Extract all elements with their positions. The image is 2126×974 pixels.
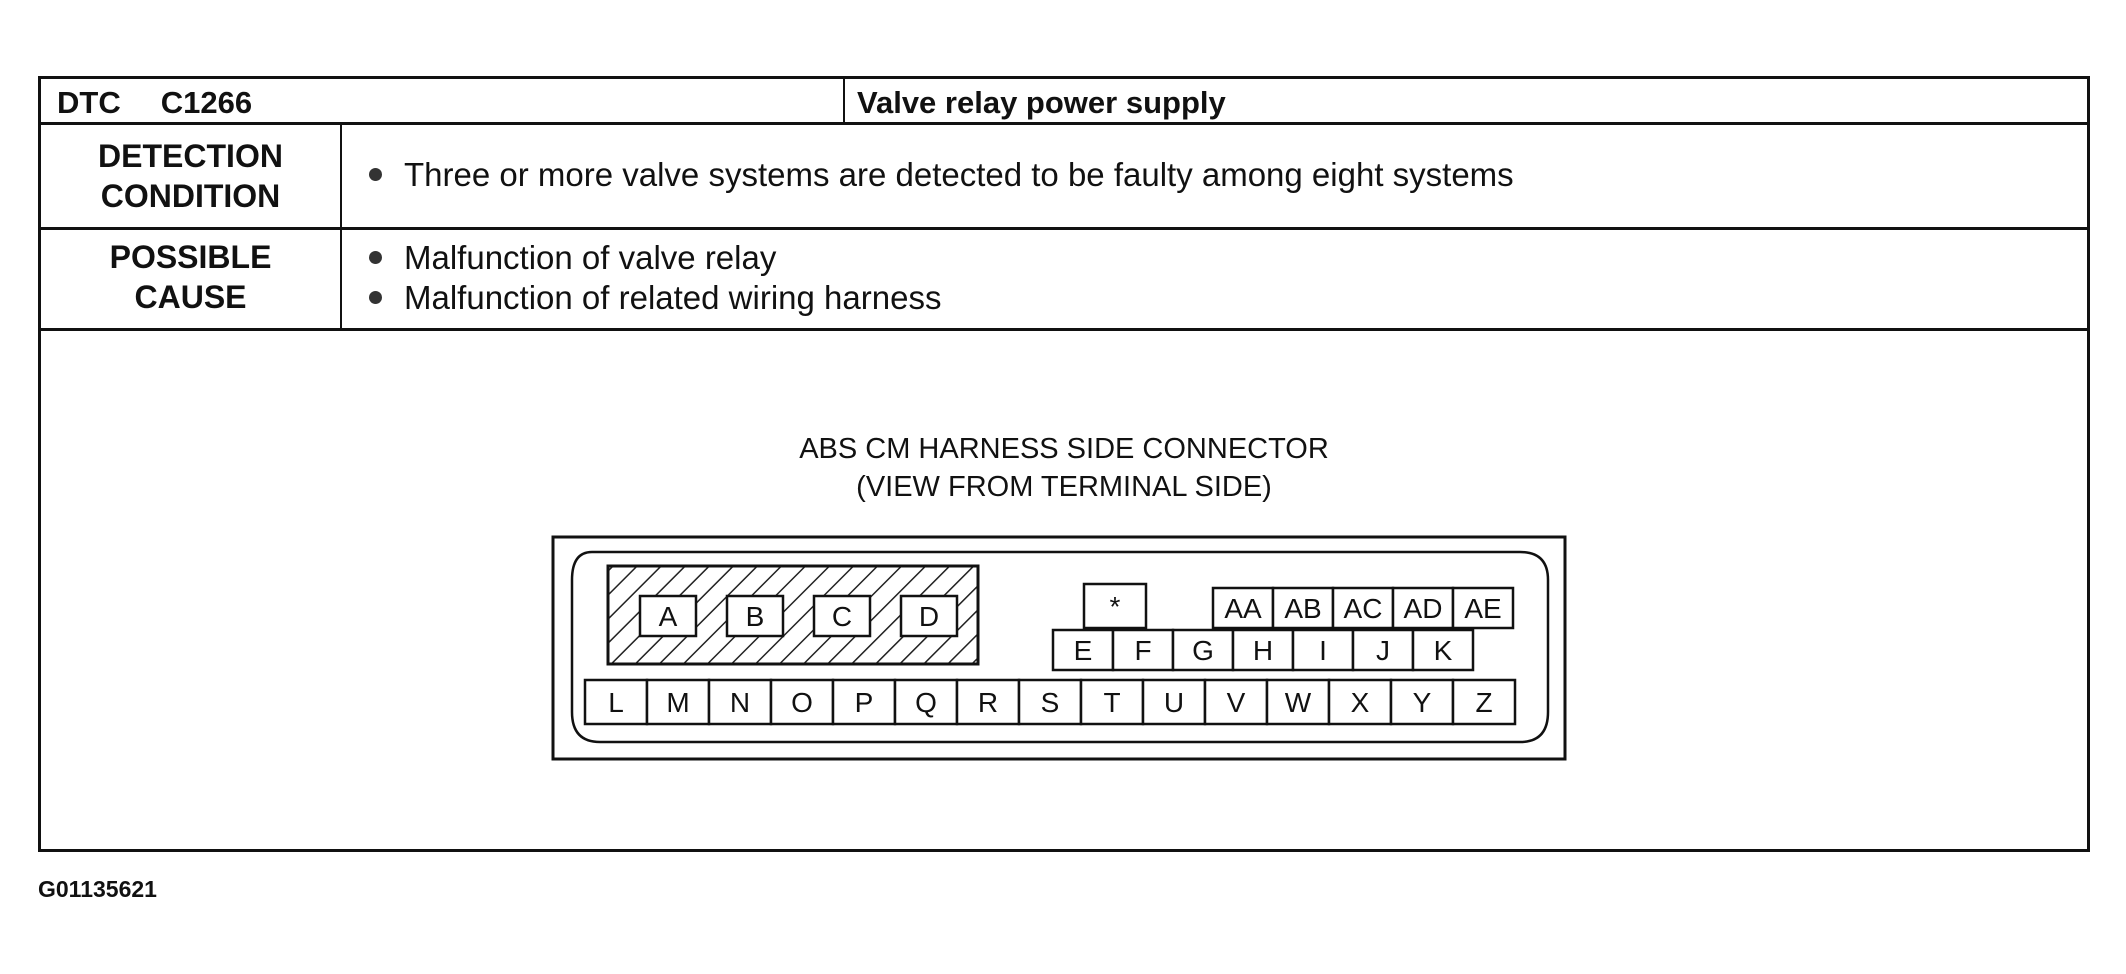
terminal-q: Q (893, 678, 959, 726)
svg-text:U: U (1164, 687, 1184, 718)
svg-text:K: K (1434, 635, 1453, 666)
svg-text:AA: AA (1224, 593, 1262, 624)
heading-line: CAUSE (134, 279, 247, 315)
svg-text:B: B (746, 601, 765, 632)
terminal-aa: AA (1211, 586, 1275, 630)
terminal-u: U (1141, 678, 1207, 726)
terminal-k: K (1411, 628, 1475, 672)
terminal-ac: AC (1331, 586, 1395, 630)
connector-title: ABS CM HARNESS SIDE CONNECTOR (VIEW FROM… (41, 430, 2087, 506)
heading-line: DETECTION (98, 138, 283, 174)
heading-line: POSSIBLE (109, 239, 272, 275)
svg-text:G: G (1192, 635, 1214, 666)
svg-text:J: J (1376, 635, 1390, 666)
svg-text:*: * (1110, 591, 1121, 622)
terminal-p: P (831, 678, 897, 726)
terminal-star: * (1082, 582, 1148, 630)
svg-text:F: F (1134, 635, 1151, 666)
bullet-icon (369, 167, 382, 181)
svg-text:N: N (730, 687, 750, 718)
svg-text:P: P (855, 687, 874, 718)
row-divider (41, 328, 2087, 331)
terminal-w: W (1265, 678, 1331, 726)
svg-text:E: E (1074, 635, 1093, 666)
terminal-i: I (1291, 628, 1355, 672)
column-divider (843, 79, 845, 122)
terminal-z: Z (1451, 678, 1517, 726)
terminal-x: X (1327, 678, 1393, 726)
svg-text:L: L (608, 687, 624, 718)
possible-cause-item: Malfunction of related wiring harness (369, 279, 941, 317)
svg-text:Z: Z (1475, 687, 1492, 718)
svg-text:Q: Q (915, 687, 937, 718)
svg-text:A: A (659, 601, 678, 632)
heading-line: CONDITION (100, 178, 281, 214)
terminal-f: F (1111, 628, 1175, 672)
bullet-icon (369, 290, 382, 304)
terminal-y: Y (1389, 678, 1455, 726)
connector-inner-frame (570, 550, 1550, 744)
dtc-number: C1266 (160, 85, 253, 120)
svg-text:AE: AE (1464, 593, 1501, 624)
figure-id: G01135621 (38, 876, 157, 902)
svg-text:V: V (1227, 687, 1246, 718)
terminal-l: L (583, 678, 649, 726)
terminal-v: V (1203, 678, 1269, 726)
terminal-e: E (1051, 628, 1115, 672)
possible-cause-item: Malfunction of valve relay (369, 239, 776, 277)
terminal-n: N (707, 678, 773, 726)
terminal-d: D (899, 594, 959, 638)
terminal-o: O (769, 678, 835, 726)
svg-text:O: O (791, 687, 813, 718)
svg-text:M: M (666, 687, 689, 718)
svg-text:AB: AB (1284, 593, 1321, 624)
row-divider (41, 227, 2087, 230)
item-text: Malfunction of valve relay (404, 239, 777, 276)
possible-cause-heading: POSSIBLE CAUSE (41, 237, 340, 317)
svg-text:AC: AC (1344, 593, 1383, 624)
terminal-ad: AD (1391, 586, 1455, 630)
terminal-m: M (645, 678, 711, 726)
svg-text:H: H (1253, 635, 1273, 666)
row-divider (41, 122, 2087, 125)
svg-text:R: R (978, 687, 998, 718)
dtc-code: DTC C1266 (57, 85, 252, 121)
bullet-icon (369, 250, 382, 264)
terminal-s: S (1017, 678, 1083, 726)
item-text: Malfunction of related wiring harness (404, 279, 942, 316)
svg-text:D: D (919, 601, 939, 632)
terminal-a: A (638, 594, 698, 638)
terminal-j: J (1351, 628, 1415, 672)
svg-text:AD: AD (1404, 593, 1443, 624)
connector-title-line: (VIEW FROM TERMINAL SIDE) (856, 471, 1272, 503)
detection-condition-item: Three or more valve systems are detected… (369, 156, 1514, 194)
svg-text:T: T (1103, 687, 1120, 718)
terminal-c: C (812, 594, 872, 638)
item-text: Three or more valve systems are detected… (404, 156, 1514, 193)
terminal-ab: AB (1271, 586, 1335, 630)
svg-text:S: S (1041, 687, 1060, 718)
terminal-t: T (1079, 678, 1145, 726)
svg-text:W: W (1285, 687, 1312, 718)
terminal-ae: AE (1451, 586, 1515, 630)
terminal-b: B (725, 594, 785, 638)
svg-text:Y: Y (1413, 687, 1432, 718)
dtc-title: Valve relay power supply (857, 85, 1226, 120)
svg-text:I: I (1319, 635, 1327, 666)
terminal-g: G (1171, 628, 1235, 672)
svg-text:X: X (1351, 687, 1370, 718)
column-divider (340, 122, 342, 328)
detection-condition-heading: DETECTION CONDITION (41, 136, 340, 216)
terminal-h: H (1231, 628, 1295, 672)
connector-title-line: ABS CM HARNESS SIDE CONNECTOR (799, 433, 1329, 465)
svg-text:C: C (832, 601, 852, 632)
dtc-label: DTC (57, 85, 121, 120)
terminal-r: R (955, 678, 1021, 726)
